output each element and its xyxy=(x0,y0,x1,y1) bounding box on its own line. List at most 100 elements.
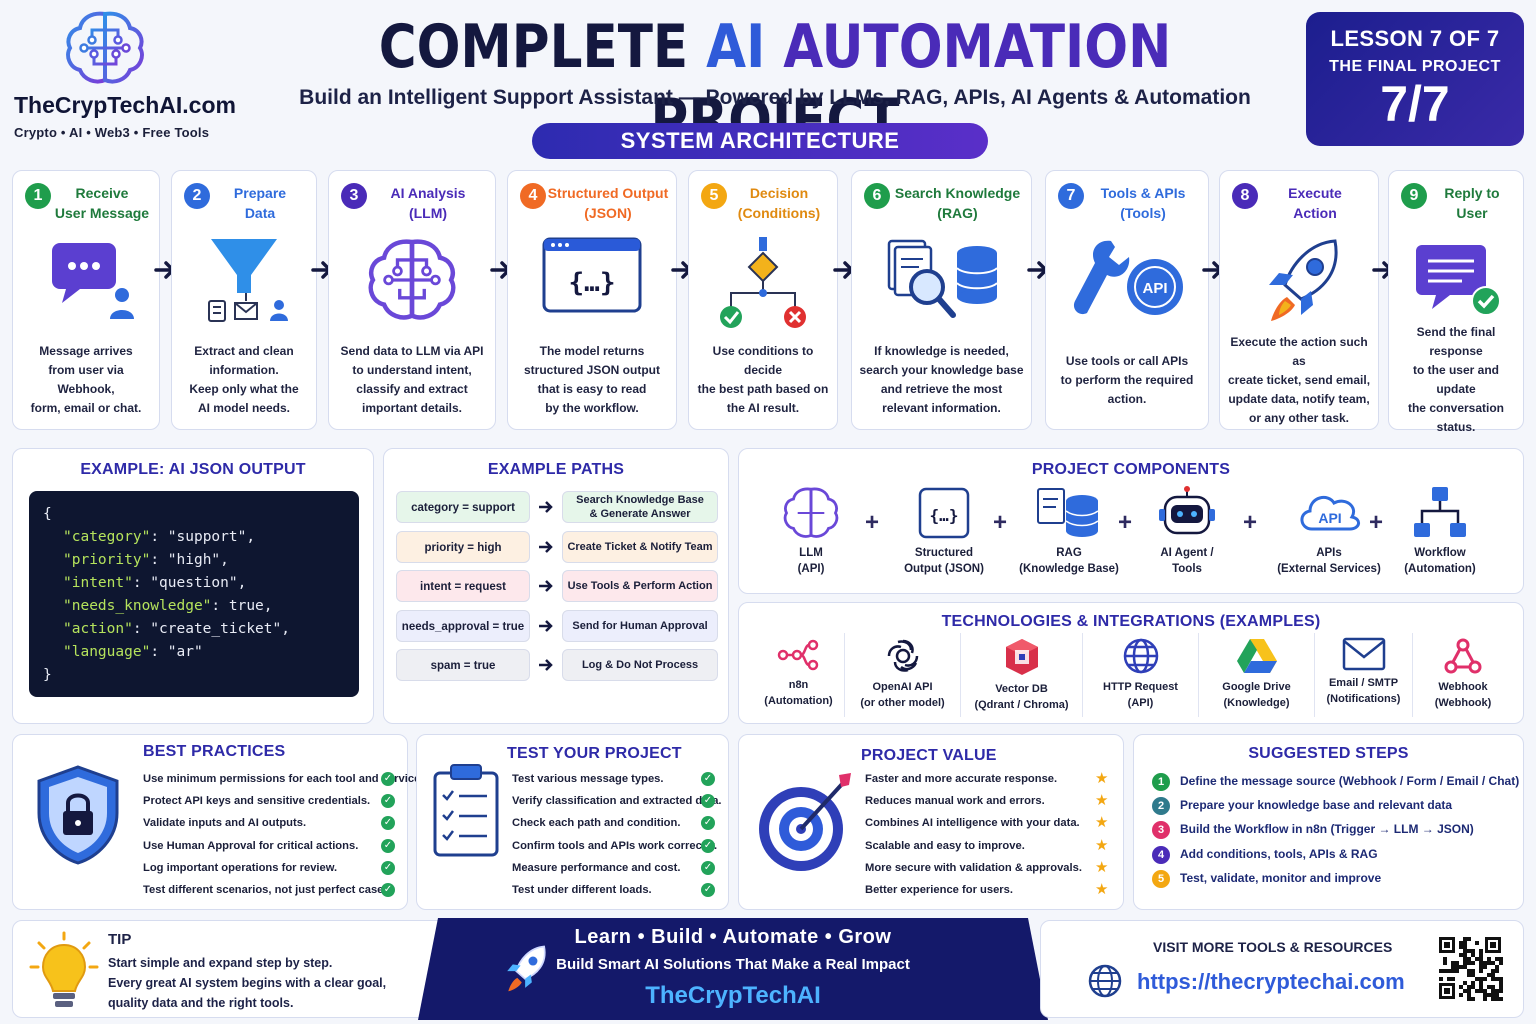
step-title: Structured Output(JSON) xyxy=(547,185,669,221)
path-arrow-icon xyxy=(539,540,553,553)
json-line: "intent": "question", xyxy=(43,572,345,595)
suggested-step-text: Build the Workflow in n8n (Trigger → LLM… xyxy=(1180,822,1474,837)
check-icon: ✓ xyxy=(701,772,715,786)
braces-icon: {…} xyxy=(889,485,999,541)
json-value: : "ar" xyxy=(150,644,203,660)
json-code-block: {"category": "support","priority": "high… xyxy=(29,491,359,697)
path-arrow-icon xyxy=(539,619,553,632)
component-label: LLM(API) xyxy=(797,547,825,575)
tech-envelope: Email / SMTP(Notifications) xyxy=(1315,633,1413,717)
component-label: RAG(Knowledge Base) xyxy=(1019,547,1119,575)
tech-vector-db: Vector DB(Qdrant / Chroma) xyxy=(961,633,1083,717)
tech-label: Vector DB(Qdrant / Chroma) xyxy=(974,683,1069,711)
project-components-title: PROJECT COMPONENTS xyxy=(1031,461,1231,478)
tip-body: Start simple and expand step by step.Eve… xyxy=(108,956,387,1010)
brand-block: TheCrypTechAI.com Crypto • AI • Web3 • F… xyxy=(14,8,244,140)
plus-icon: + xyxy=(1369,509,1384,536)
section-pill-architecture: SYSTEM ARCHITECTURE xyxy=(532,123,988,159)
step-title: AI Analysis(LLM) xyxy=(390,185,466,221)
component-label: APIs(External Services) xyxy=(1277,547,1381,575)
project-value-title: PROJECT VALUE xyxy=(861,747,997,764)
list-item: Log important operations for review. xyxy=(143,861,338,874)
n8n-icon xyxy=(753,637,844,673)
suggested-step-text: Prepare your knowledge base and relevant… xyxy=(1180,798,1453,813)
plus-icon: + xyxy=(865,509,880,536)
check-icon: ✓ xyxy=(701,883,715,897)
check-icon: ✓ xyxy=(701,838,715,853)
path-arrow-icon xyxy=(539,501,553,513)
check-icon: ✓ xyxy=(381,794,395,809)
plus-icon: + xyxy=(993,509,1008,536)
brain-logo-icon xyxy=(66,11,144,84)
json-line: "language": "ar" xyxy=(43,641,345,664)
globe-icon xyxy=(1083,637,1198,675)
example-paths-title: EXAMPLE PATHS xyxy=(487,461,625,478)
webhook-icon xyxy=(1413,637,1513,675)
list-item: Combines AI intelligence with your data. xyxy=(865,817,1080,830)
suggested-step-text: Add conditions, tools, APIs & RAG xyxy=(1180,846,1378,861)
json-key: "language" xyxy=(63,644,151,660)
json-example-panel: EXAMPLE: AI JSON OUTPUT {"category": "su… xyxy=(12,448,374,724)
technologies-title: TECHNOLOGIES & INTEGRATIONS (EXAMPLES) xyxy=(941,613,1321,630)
list-item: Use Human Approval for critical actions. xyxy=(143,839,359,852)
json-close-brace: } xyxy=(43,667,52,683)
step-title: Tools & APIs(Tools) xyxy=(1100,185,1186,221)
list-item: Reduces manual work and errors. xyxy=(865,795,1045,808)
json-value: : true, xyxy=(211,598,273,614)
qr-code-icon[interactable] xyxy=(1437,935,1503,1001)
website-link[interactable]: https://thecryptechai.com xyxy=(1137,969,1405,994)
rocket-icon xyxy=(507,945,546,992)
json-value: : "support", xyxy=(150,529,256,545)
best-practices-title: BEST PRACTICES xyxy=(143,743,286,760)
step-number-badge: 2 xyxy=(184,183,210,209)
component-label: AI Agent /Tools xyxy=(1160,547,1214,575)
funnel-icon xyxy=(172,235,316,331)
suggested-step-text: Define the message source (Webhook / For… xyxy=(1180,774,1520,789)
test-project-title: TEST YOUR PROJECT xyxy=(507,745,682,762)
json-line: "action": "create_ticket", xyxy=(43,618,345,641)
test-project-panel: TEST YOUR PROJECT Test various message t… xyxy=(416,734,729,910)
step-number-badge: 9 xyxy=(1401,183,1427,209)
chat-user-icon xyxy=(13,235,159,331)
vector-db-icon xyxy=(961,637,1082,677)
project-value-panel: PROJECT VALUE Faster and more accurate r… xyxy=(738,734,1124,910)
brand-tagline: Crypto • AI • Web3 • Free Tools xyxy=(14,125,210,140)
check-icon: ✓ xyxy=(381,860,395,875)
star-icon: ★ xyxy=(1095,881,1109,898)
step-title: Search Knowledge(RAG) xyxy=(894,185,1021,221)
step-number-badge: 3 xyxy=(341,183,367,209)
step-number-badge: 2 xyxy=(1152,797,1170,816)
json-line: "priority": "high", xyxy=(43,549,345,572)
svg-text:API: API xyxy=(1318,510,1341,526)
envelope-icon xyxy=(1315,637,1412,671)
lightbulb-icon xyxy=(29,931,99,1007)
json-window-icon: {…} xyxy=(508,235,676,331)
tech-label: n8n(Automation) xyxy=(764,679,833,707)
path-result: Create Ticket & Notify Team xyxy=(562,530,718,563)
svg-text:API: API xyxy=(1142,280,1167,297)
tech-label: Email / SMTP(Notifications) xyxy=(1326,677,1401,705)
check-icon: ✓ xyxy=(381,883,395,897)
list-item: Test various message types. xyxy=(512,773,664,785)
json-line: "needs_knowledge": true, xyxy=(43,595,345,618)
json-line: "category": "support", xyxy=(43,526,345,549)
star-icon: ★ xyxy=(1095,814,1109,832)
list-item: Scalable and easy to improve. xyxy=(865,839,1025,852)
